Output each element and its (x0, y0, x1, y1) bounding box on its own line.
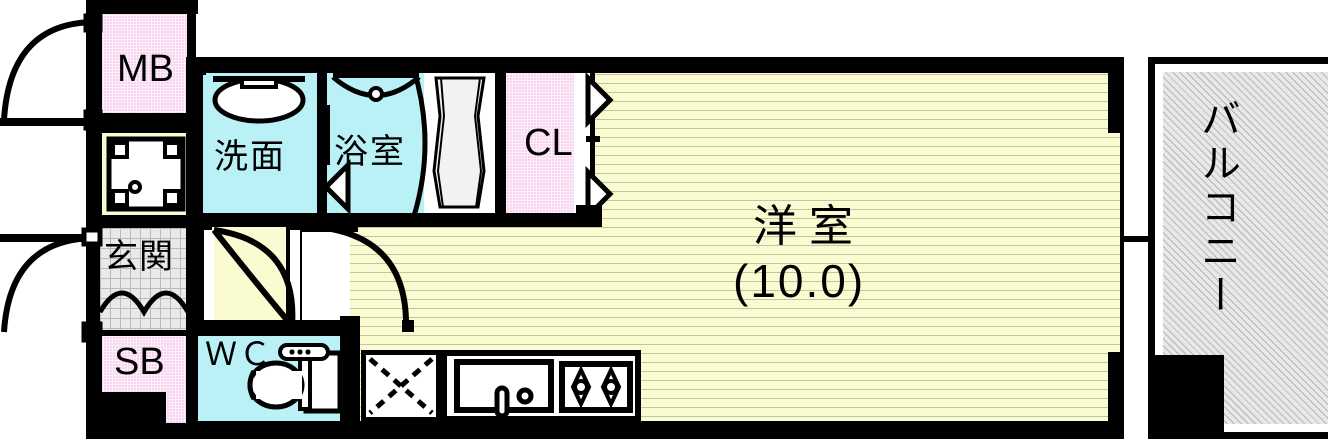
unit-left-wall-upper (86, 0, 102, 126)
vanity-sink-icon (212, 76, 306, 124)
bathroom-folding-door-icon[interactable] (322, 158, 351, 216)
shoe-box-label: SB (114, 341, 165, 383)
meter-box-label: MB (117, 48, 174, 90)
washing-machine-pan-icon (106, 136, 186, 212)
closet-floor (506, 71, 574, 214)
room-door-closer-wall (340, 316, 360, 426)
corner-accent-tl (186, 57, 206, 75)
meter-box-door-swing-icon[interactable] (0, 13, 103, 131)
closet-folding-door-icon[interactable] (585, 71, 614, 223)
balcony-sliding-door-handle[interactable] (1093, 236, 1148, 242)
room-door-swing-icon[interactable] (302, 223, 414, 332)
hall-door-slot-left[interactable] (204, 230, 214, 326)
hall-door-swing-icon[interactable] (211, 227, 296, 328)
entrance-door-swing-icon[interactable] (0, 227, 103, 343)
shower-sink-icon (331, 72, 421, 102)
two-burner-stove-icon (559, 361, 633, 413)
unit-left-wall-mid (86, 120, 102, 230)
main-room-right-wall-upper (1108, 57, 1124, 133)
refrigerator-space-icon (368, 357, 434, 415)
main-room-top-wall (595, 57, 1124, 73)
meter-box-floor (100, 0, 187, 113)
entrance-tile-floor (100, 228, 186, 330)
hall-top-wall-right (320, 213, 602, 227)
main-room-label: 洋室 (753, 201, 865, 252)
washroom-mb-divider (186, 57, 202, 227)
unit-top-wall-left (86, 0, 198, 14)
balcony-label: バルコニー (1194, 98, 1240, 318)
toilet-icon (247, 343, 343, 414)
kitchen-sink-icon (454, 359, 554, 419)
corner-accent-cl-bottom (576, 205, 602, 227)
bathtub-icon (432, 76, 486, 209)
hall-bottom-wall (196, 320, 356, 334)
bathroom-door-swing (411, 69, 428, 217)
hall-door-slot-right[interactable] (290, 230, 300, 326)
main-room-area-label: (10.0) (733, 255, 866, 307)
unit-top-wall-corridor (196, 57, 602, 73)
balcony-sliding-door-leaf[interactable] (1118, 130, 1124, 358)
bathroom-left-jamb (320, 105, 330, 165)
entrance-step-icon (97, 290, 191, 317)
closet-label: CL (524, 122, 573, 164)
main-room-right-wall-lower (1108, 352, 1124, 439)
balcony-lower-wall (1148, 355, 1224, 439)
unit-left-wall-lower (86, 326, 102, 432)
washroom-label: 洗面 (214, 137, 286, 177)
shoe-box-floor-tail (166, 336, 186, 423)
bathroom-label: 浴室 (334, 132, 406, 172)
entrance-label: 玄関 (104, 237, 174, 277)
